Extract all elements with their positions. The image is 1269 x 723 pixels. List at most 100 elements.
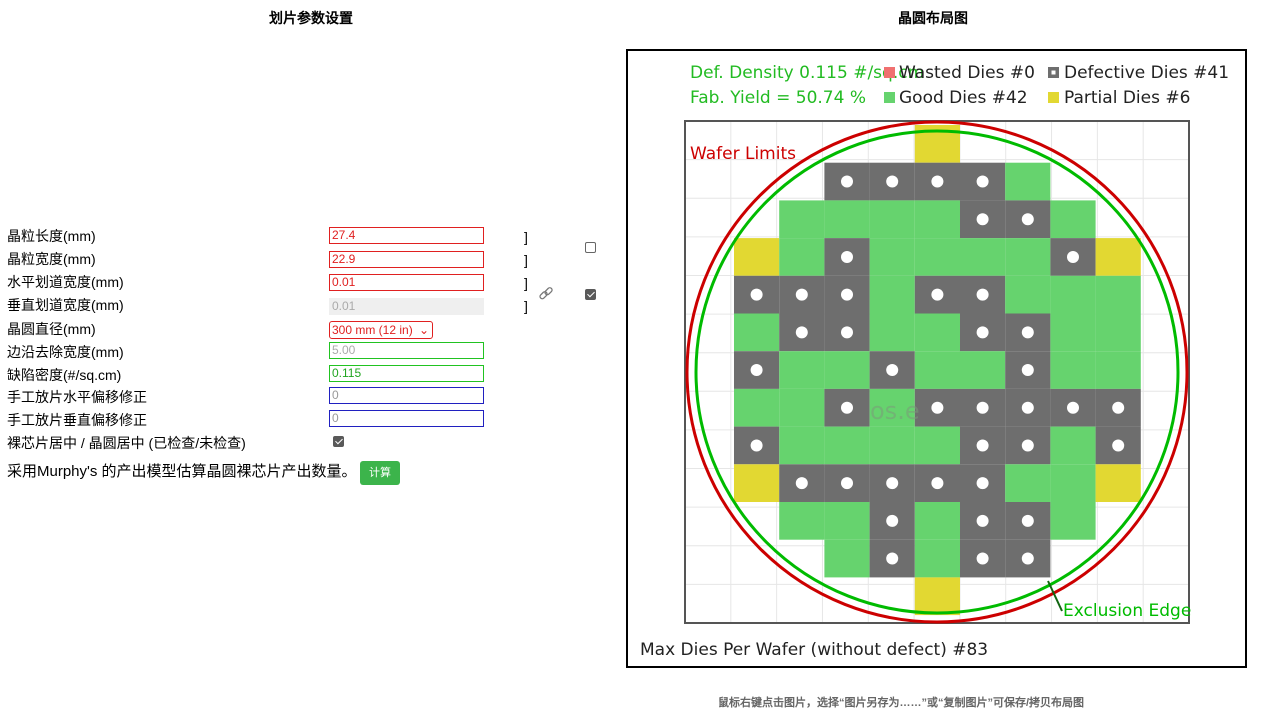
defect-marker: [1021, 401, 1034, 414]
h-lane-input[interactable]: 0.01: [329, 274, 484, 291]
good-die: [869, 275, 915, 314]
defect-marker: [976, 477, 989, 490]
defect-marker: [976, 439, 989, 452]
defect-marker: [976, 552, 989, 565]
good-die: [1005, 162, 1051, 201]
good-die: [824, 200, 870, 239]
good-die: [914, 313, 960, 352]
defect-marker: [1067, 401, 1079, 414]
defect-marker: [1021, 552, 1034, 565]
partial-die: [734, 464, 780, 502]
fab-yield-text: Fab. Yield = 50.74 %: [690, 88, 866, 108]
die-width-input[interactable]: 22.9: [329, 251, 484, 268]
good-die: [824, 426, 870, 465]
partial-die: [734, 238, 780, 276]
defect-marker: [841, 288, 853, 301]
good-die: [1005, 275, 1051, 314]
wafer-map-svg: os.e Wafer Limits Exclusion Edge Def. De…: [640, 63, 1229, 660]
defect-density-input[interactable]: 0.115: [329, 365, 484, 382]
label-wafer-diameter: 晶圆直径(mm): [7, 321, 96, 337]
good-die: [869, 238, 915, 276]
defect-marker: [931, 401, 944, 414]
defect-marker: [841, 175, 853, 188]
wafer-limits-label: Wafer Limits: [690, 144, 796, 164]
defect-marker: [795, 326, 808, 339]
v-offset-input[interactable]: 0: [329, 410, 484, 427]
label-die-length: 晶粒长度(mm): [7, 228, 96, 244]
defect-marker: [795, 288, 808, 301]
defect-marker: [1067, 250, 1079, 263]
calculate-button[interactable]: 计算: [360, 461, 400, 485]
square-die-checkbox[interactable]: [585, 242, 596, 253]
good-die: [869, 388, 915, 427]
v-lane-input: 0.01: [329, 298, 484, 315]
defect-marker: [1021, 439, 1034, 452]
defect-marker: [1021, 213, 1034, 226]
good-die: [914, 502, 960, 540]
legend-good-text: Good Dies #42: [899, 88, 1028, 108]
defect-marker: [841, 250, 853, 263]
good-die: [1050, 502, 1096, 540]
label-die-width: 晶粒宽度(mm): [7, 251, 96, 267]
legend-good-swatch: [884, 92, 895, 103]
good-die: [824, 502, 870, 540]
good-die: [1005, 464, 1051, 502]
good-die: [779, 426, 825, 465]
exclusion-edge-circle: [694, 129, 1180, 615]
link-icon[interactable]: [538, 286, 554, 302]
label-center-mode: 裸芯片居中 / 晶圆居中 (已检查/未检查): [7, 435, 246, 451]
defect-marker: [841, 326, 853, 339]
center-mode-checkbox[interactable]: [333, 436, 344, 447]
defect-marker: [750, 364, 763, 377]
defect-marker: [931, 175, 944, 188]
good-die: [869, 200, 915, 239]
defect-marker: [1112, 439, 1125, 452]
die-length-input[interactable]: 27.4: [329, 227, 484, 244]
label-v-lane: 垂直划道宽度(mm): [7, 297, 124, 313]
defect-marker: [886, 364, 899, 377]
good-die: [779, 502, 825, 540]
defect-marker: [976, 175, 989, 188]
edge-exclusion-input[interactable]: 5.00: [329, 342, 484, 359]
defect-marker: [1021, 326, 1034, 339]
good-die: [734, 313, 780, 352]
bracket-2: ]: [524, 252, 528, 268]
defect-marker: [1021, 514, 1034, 527]
label-edge-exclusion: 边沿去除宽度(mm): [7, 344, 124, 360]
good-die: [824, 539, 870, 578]
wafer-diameter-select[interactable]: 300 mm (12 in) ⌄: [329, 321, 433, 339]
good-die: [779, 351, 825, 389]
label-h-lane: 水平划道宽度(mm): [7, 274, 124, 290]
good-die: [1095, 313, 1141, 352]
label-v-offset: 手工放片垂直偏移修正: [7, 412, 147, 428]
defect-marker: [976, 213, 989, 226]
good-die: [734, 388, 780, 427]
good-die: [1050, 275, 1096, 314]
murphy-description: 采用Murphy's 的产出模型估算晶圆裸芯片产出数量。: [7, 463, 357, 480]
legend-partial-text: Partial Dies #6: [1064, 88, 1190, 108]
defect-marker: [1112, 401, 1125, 414]
good-die: [914, 426, 960, 465]
defect-marker: [886, 477, 899, 490]
good-die: [824, 351, 870, 389]
good-die: [914, 351, 960, 389]
bracket-4: ]: [524, 298, 528, 314]
defect-marker: [931, 477, 944, 490]
defect-marker: [795, 477, 808, 490]
legend-defective-text: Defective Dies #41: [1064, 63, 1229, 83]
lock-lanes-checkbox[interactable]: [585, 289, 596, 300]
good-die: [1050, 313, 1096, 352]
watermark-text: os.e: [870, 397, 920, 425]
good-die: [1050, 464, 1096, 502]
h-offset-input[interactable]: 0: [329, 387, 484, 404]
good-die: [1005, 238, 1051, 276]
good-die: [914, 200, 960, 239]
wafer-layout-title: 晶圆布局图: [898, 10, 968, 26]
good-die: [960, 351, 1006, 389]
defect-marker: [931, 288, 944, 301]
good-die: [779, 200, 825, 239]
defect-marker: [886, 175, 899, 188]
good-die: [914, 539, 960, 578]
wafer-map-image[interactable]: os.e Wafer Limits Exclusion Edge Def. De…: [626, 49, 1247, 668]
good-die: [914, 238, 960, 276]
